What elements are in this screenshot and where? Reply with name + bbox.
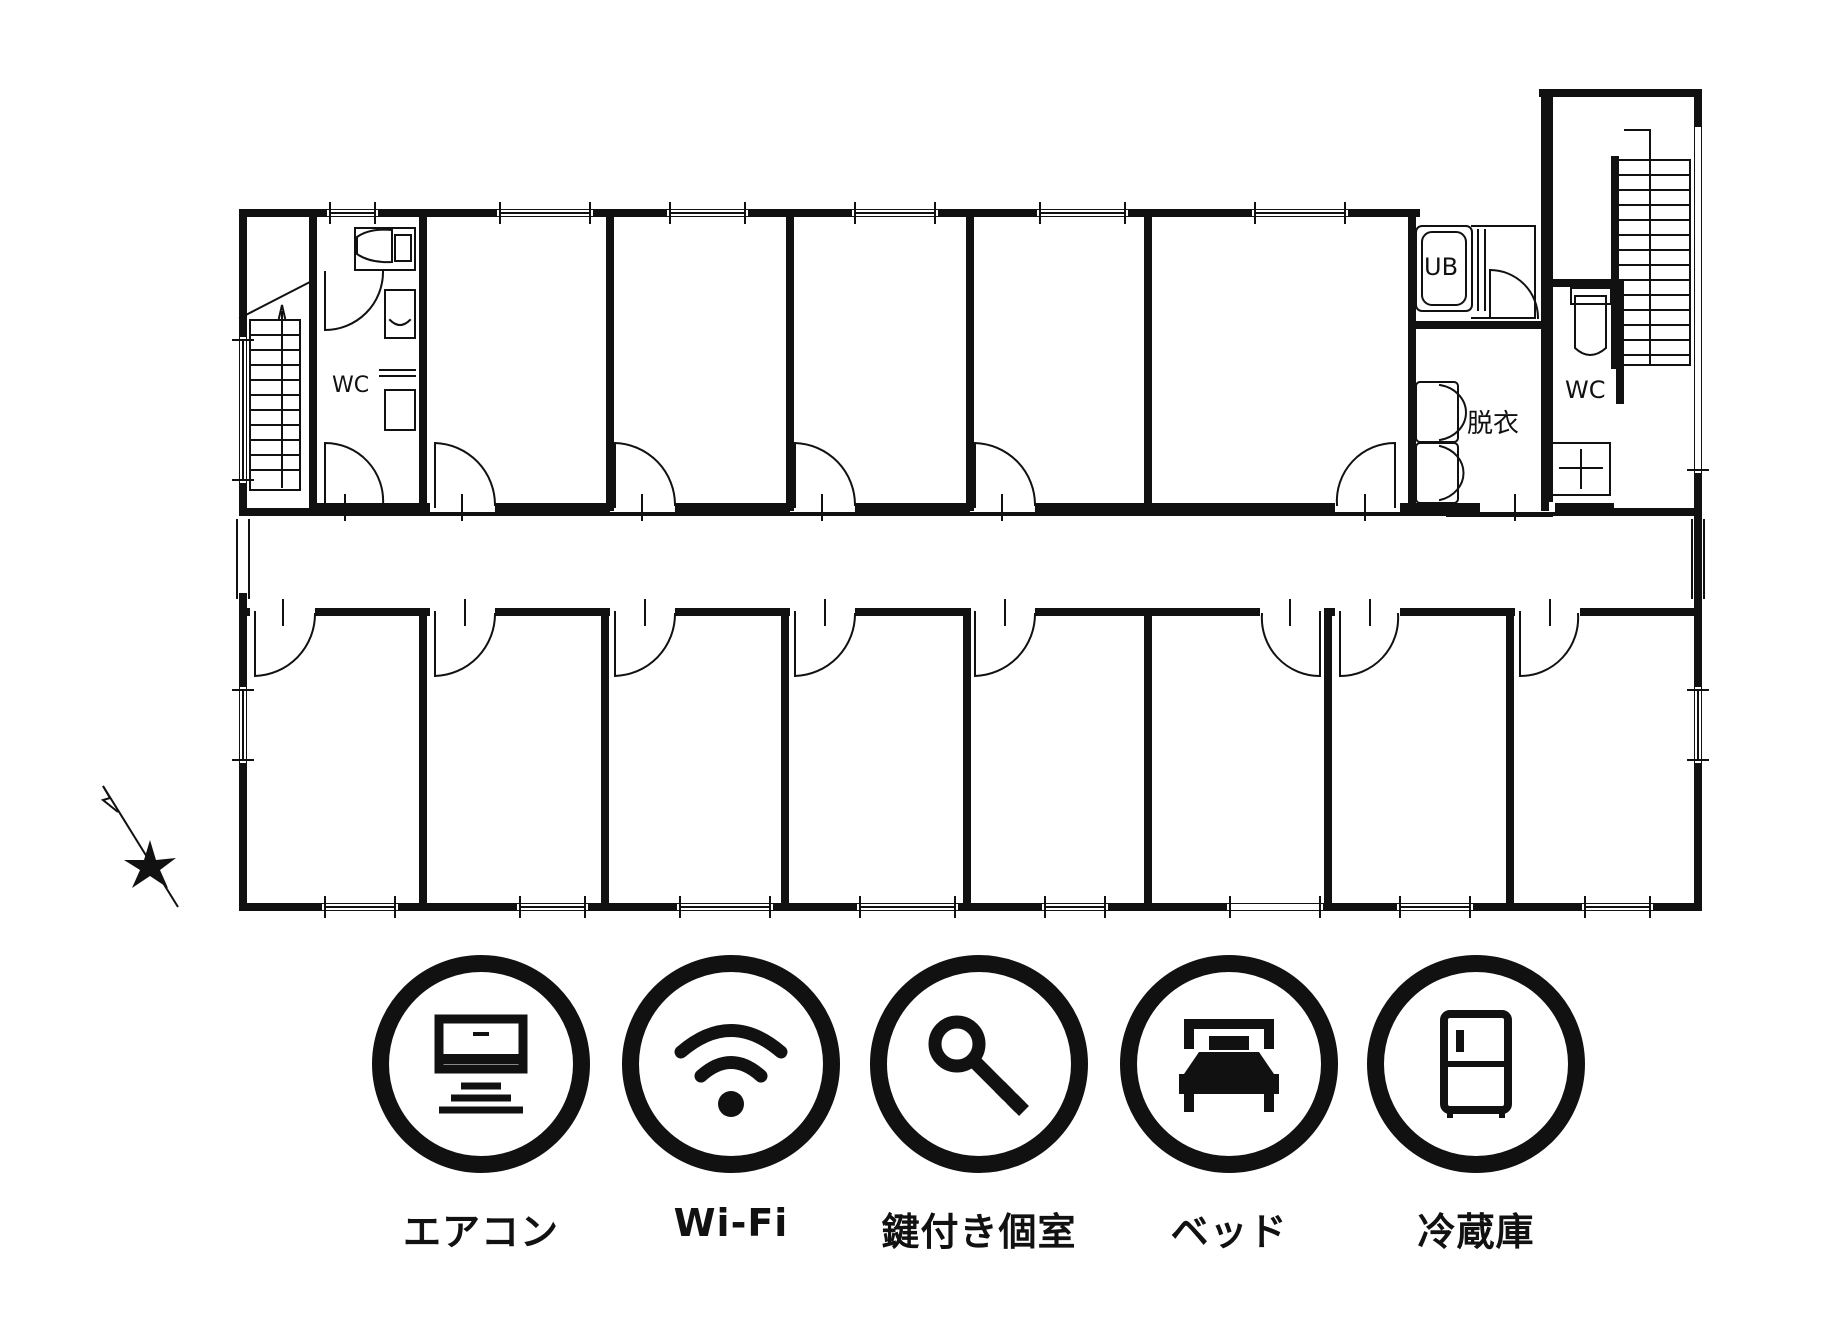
- amenity-air-conditioner: エアコン: [361, 955, 601, 1256]
- key-icon: [870, 955, 1088, 1173]
- amenity-label: 冷蔵庫: [1417, 1210, 1535, 1254]
- bottom-room-partitions: [419, 608, 1514, 911]
- washbasins: [1415, 381, 1467, 504]
- left-wc-fixtures: [354, 227, 416, 431]
- unit-bath: [1415, 225, 1540, 320]
- door-swings-top: [324, 270, 1396, 508]
- wifi-icon: [622, 955, 840, 1173]
- refrigerator-icon: [1367, 955, 1585, 1173]
- right-stair-wall: [1541, 89, 1619, 369]
- north-arrow-icon: [100, 785, 179, 908]
- air-conditioner-icon: [372, 955, 590, 1173]
- amenity-bed: ベッド: [1109, 955, 1349, 1256]
- left-staircase: [238, 280, 312, 491]
- door-ticks: [282, 494, 1551, 626]
- left-wc-label: WC: [332, 373, 369, 398]
- changing-room-label: 脱衣: [1467, 409, 1519, 439]
- right-wc-label: WC: [1565, 376, 1606, 404]
- right-staircase: [1619, 129, 1691, 366]
- amenity-private-room-key: 鍵付き個室: [859, 955, 1099, 1256]
- amenity-label: ベッド: [1170, 1210, 1288, 1254]
- right-wc-fixtures: [1551, 287, 1612, 496]
- corridor-door-gaps: [250, 502, 1580, 617]
- bed-icon: [1120, 955, 1338, 1173]
- window-ticks: [232, 202, 1709, 918]
- corridor-walls: [239, 503, 1702, 616]
- amenity-wifi: Wi-Fi: [611, 955, 851, 1245]
- amenity-label: Wi-Fi: [673, 1201, 789, 1245]
- service-walls: [1408, 279, 1624, 511]
- unit-bath-label: UB: [1424, 253, 1458, 281]
- amenity-refrigerator: 冷蔵庫: [1356, 955, 1596, 1256]
- door-swings-bottom: [254, 611, 1580, 678]
- top-room-partitions: [309, 214, 1416, 511]
- amenity-label: エアコン: [402, 1210, 559, 1254]
- amenity-label: 鍵付き個室: [881, 1210, 1077, 1254]
